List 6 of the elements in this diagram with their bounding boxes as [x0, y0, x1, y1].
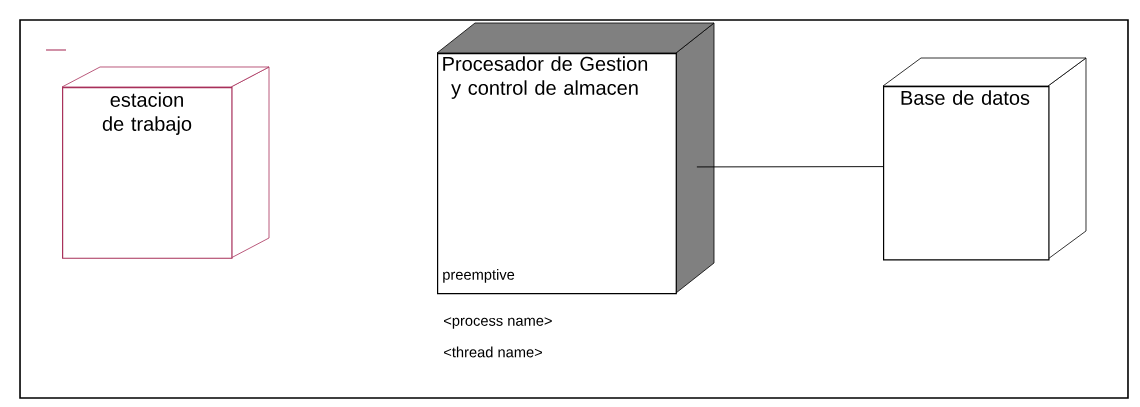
node-box: Base de datos: [882, 57, 1087, 261]
connector-line: [696, 166, 884, 168]
node-caption: <thread name>: [444, 346, 542, 358]
node-caption: <process name>: [444, 317, 552, 329]
node-box: Procesador de Gestion y control de almacen preemptive: [436, 22, 715, 295]
node-box: estacion de trabajo: [61, 66, 270, 259]
